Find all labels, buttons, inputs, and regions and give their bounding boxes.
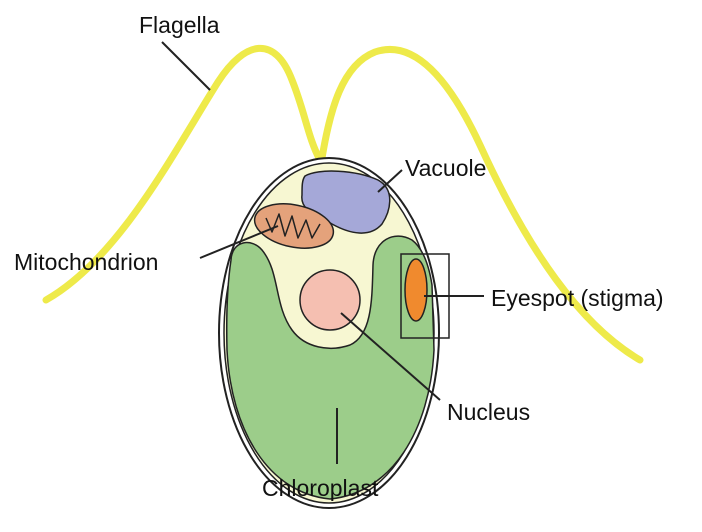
eyespot xyxy=(405,259,427,321)
cell-body xyxy=(219,158,449,508)
label-vacuole: Vacuole xyxy=(405,155,486,181)
label-eyespot: Eyespot (stigma) xyxy=(491,285,664,311)
label-chloroplast: Chloroplast xyxy=(262,475,379,501)
label-mitochondrion: Mitochondrion xyxy=(14,249,158,275)
label-flagella: Flagella xyxy=(139,12,220,38)
leader-line-flagella xyxy=(162,42,210,90)
label-nucleus: Nucleus xyxy=(447,399,530,425)
